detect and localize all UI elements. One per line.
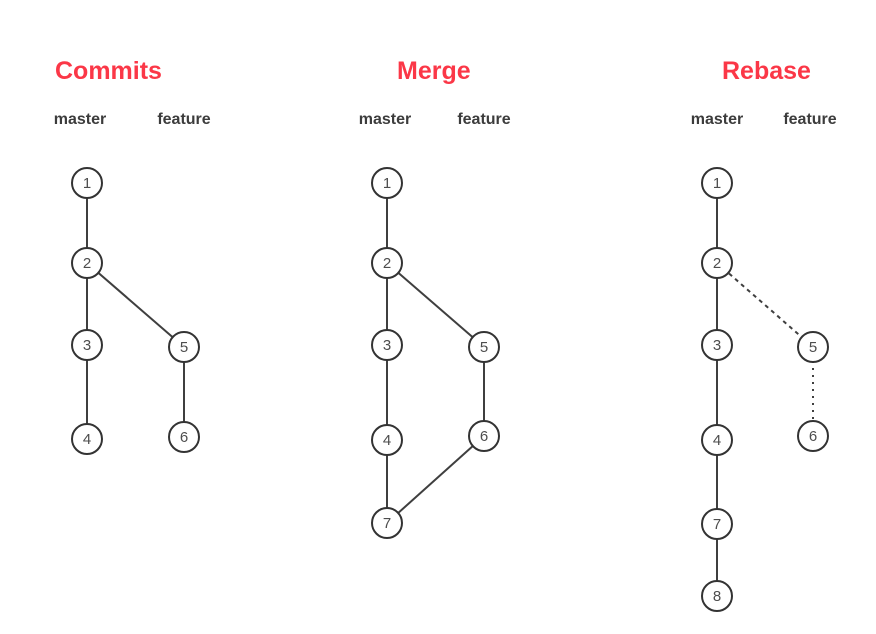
edge-merge-2-5: [386, 262, 485, 348]
branch-label-rebase-feature: feature: [783, 111, 837, 128]
commit-number: 1: [712, 174, 722, 192]
diagram-title-rebase: Rebase: [722, 57, 811, 85]
commit-node-commits-5: 5: [168, 331, 200, 363]
commit-number: 1: [382, 174, 392, 192]
commit-node-rebase-7: 7: [701, 508, 733, 540]
commit-node-merge-2: 2: [371, 247, 403, 279]
edge-merge-6-7: [386, 435, 485, 524]
commit-node-merge-3: 3: [371, 329, 403, 361]
commit-node-commits-6: 6: [168, 421, 200, 453]
commit-number: 7: [382, 514, 392, 532]
commit-number: 4: [382, 431, 392, 449]
commit-number: 5: [479, 338, 489, 356]
edge-commits-2-5: [86, 262, 185, 348]
commit-number: 6: [179, 428, 189, 446]
commit-node-rebase-1: 1: [701, 167, 733, 199]
commit-node-rebase-6: 6: [797, 420, 829, 452]
commit-number: 5: [808, 338, 818, 356]
commit-number: 3: [712, 336, 722, 354]
branch-label-commits-feature: feature: [157, 111, 211, 128]
commit-node-rebase-5: 5: [797, 331, 829, 363]
branch-label-rebase-master: master: [690, 111, 744, 128]
commit-node-commits-4: 4: [71, 423, 103, 455]
branch-label-merge-master: master: [358, 111, 412, 128]
commit-number: 3: [382, 336, 392, 354]
commit-node-rebase-3: 3: [701, 329, 733, 361]
commit-number: 2: [82, 254, 92, 272]
diagram-title-merge: Merge: [397, 57, 471, 85]
commit-number: 1: [82, 174, 92, 192]
commit-number: 2: [712, 254, 722, 272]
diagram-title-commits: Commits: [55, 57, 162, 85]
branch-label-commits-master: master: [53, 111, 107, 128]
commit-node-merge-1: 1: [371, 167, 403, 199]
commit-node-merge-7: 7: [371, 507, 403, 539]
commit-node-rebase-4: 4: [701, 424, 733, 456]
commit-node-merge-6: 6: [468, 420, 500, 452]
commit-number: 5: [179, 338, 189, 356]
commit-node-commits-3: 3: [71, 329, 103, 361]
commit-number: 7: [712, 515, 722, 533]
commit-number: 6: [479, 427, 489, 445]
commit-node-merge-5: 5: [468, 331, 500, 363]
commit-node-commits-1: 1: [71, 167, 103, 199]
commit-number: 3: [82, 336, 92, 354]
commit-node-commits-2: 2: [71, 247, 103, 279]
commit-number: 2: [382, 254, 392, 272]
commit-node-rebase-8: 8: [701, 580, 733, 612]
commit-number: 4: [712, 431, 722, 449]
commit-number: 4: [82, 430, 92, 448]
commit-node-merge-4: 4: [371, 424, 403, 456]
commit-number: 8: [712, 587, 722, 605]
commit-number: 6: [808, 427, 818, 445]
edge-rebase-2-5-dashed: [716, 262, 814, 348]
commit-node-rebase-2: 2: [701, 247, 733, 279]
branch-label-merge-feature: feature: [457, 111, 511, 128]
